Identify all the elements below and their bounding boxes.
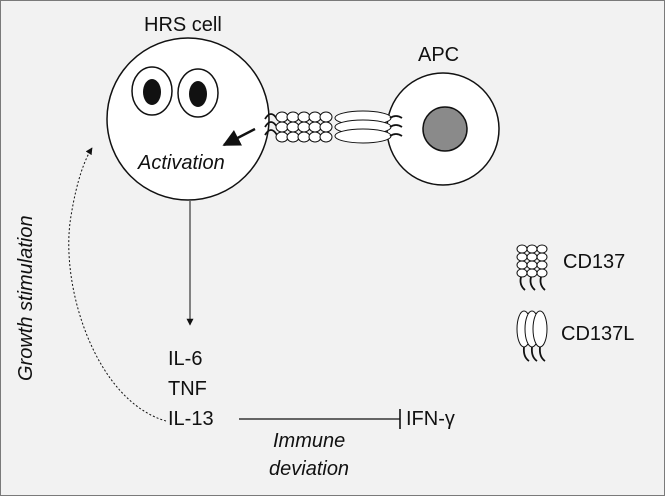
cd137-legend-label: CD137 xyxy=(563,251,626,273)
activation-label: Activation xyxy=(138,152,225,174)
immune-deviation-inhibition xyxy=(239,409,401,429)
cd137l-ligand-cluster xyxy=(334,110,403,144)
growth-stimulation-arrow xyxy=(68,147,167,422)
tnf-label: TNF xyxy=(168,378,207,400)
hrs-nucleus-right xyxy=(177,68,219,118)
hrs-cell-label: HRS cell xyxy=(144,14,222,36)
ifn-gamma-label: IFN-γ xyxy=(406,408,455,430)
activation-arrow xyxy=(222,127,256,147)
cd137l-legend-icon xyxy=(516,310,548,362)
hrs-cell xyxy=(106,37,270,201)
hrs-nucleus-left xyxy=(131,66,173,116)
apc-label: APC xyxy=(418,44,460,66)
cd137l-legend-label: CD137L xyxy=(561,323,635,345)
immune-deviation-label-line1: Immune xyxy=(273,430,346,452)
immune-deviation-label-line2: deviation xyxy=(269,458,350,480)
cd137-legend-icon xyxy=(516,244,548,291)
il6-label: IL-6 xyxy=(168,348,203,370)
growth-stimulation-label: Growth stimulation xyxy=(15,215,37,381)
il13-label: IL-13 xyxy=(168,408,214,430)
cd137-receptor-cluster xyxy=(264,111,333,143)
apc-cell xyxy=(386,72,500,186)
